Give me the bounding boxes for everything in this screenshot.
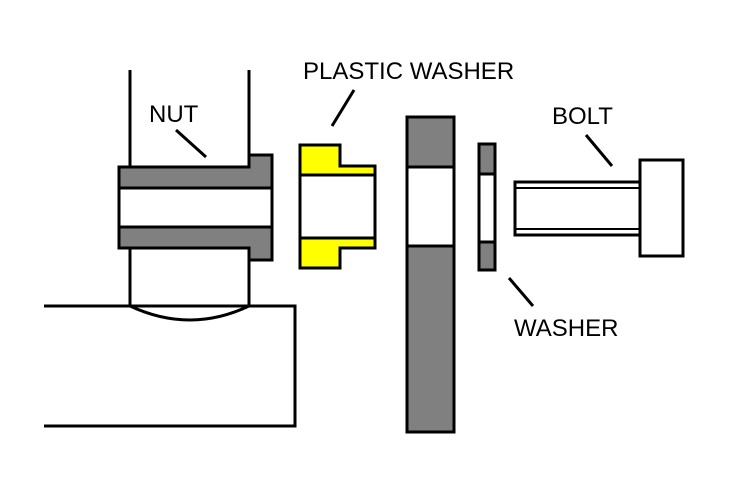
bolt-label: BOLT (552, 103, 613, 130)
plastic-washer-leader (330, 89, 356, 127)
bracket-body (44, 304, 297, 428)
plastic-washer-bore (298, 173, 377, 240)
nut-label: NUT (149, 101, 199, 128)
plastic-washer-label: PLASTIC WASHER (303, 58, 514, 85)
washer-top (477, 142, 497, 176)
washer-label: WASHER (514, 315, 618, 342)
post (128, 70, 251, 167)
washer-leader (507, 277, 535, 307)
bolt-head (638, 158, 685, 258)
washer-hole (477, 172, 497, 244)
weld-neck (128, 245, 251, 322)
plate-hole (405, 165, 456, 248)
plate-lower (405, 244, 456, 434)
washer-bottom (477, 240, 497, 272)
washer (477, 142, 497, 272)
nut-leader (174, 128, 208, 159)
bolt-leader (584, 134, 614, 167)
nut-top (117, 153, 274, 190)
plastic-washer-bottom (298, 236, 377, 270)
plastic-washer (298, 143, 377, 270)
nut-bottom (117, 225, 274, 262)
bolt-shank (513, 180, 642, 237)
leader-lines (174, 89, 614, 307)
plate-upper (405, 115, 456, 169)
nut (117, 153, 274, 262)
plastic-washer-top (298, 143, 377, 177)
bolt (513, 158, 685, 258)
nut-bore (117, 186, 274, 229)
center-plate (405, 115, 456, 434)
